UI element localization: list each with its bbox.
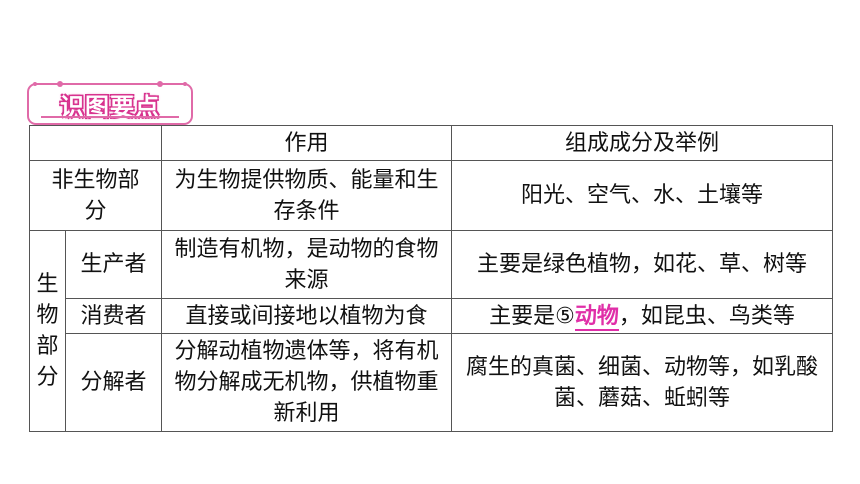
table-header-row: 作用 组成成分及举例 [29, 125, 833, 161]
living-label-char: 部 [36, 334, 59, 359]
consumer-function: 直接或间接地以植物为食 [161, 298, 452, 334]
producer-composition: 主要是绿色植物，如花、草、树等 [451, 230, 833, 299]
table-row-consumer: 消费者 直接或间接地以植物为食 主要是⑤动物，如昆虫、鸟类等 [30, 298, 833, 334]
table-row-producer: 生 物 部 分 生产者 制造有机物，是动物的食物来源 主要是绿色植物，如花、草、… [29, 230, 833, 432]
row-label-nonliving: 非生物部分 [29, 160, 162, 231]
consumer-composition: 主要是⑤动物，如昆虫、鸟类等 [451, 298, 833, 334]
header-composition: 组成成分及举例 [451, 125, 833, 161]
decomposer-function: 分解动植物遗体等，将有机物分解成无机物，供植物重新利用 [161, 333, 452, 432]
living-label-char: 生 [36, 272, 59, 297]
header-function: 作用 [161, 125, 452, 161]
living-label-char: 分 [36, 365, 59, 390]
producer-function: 制造有机物，是动物的食物来源 [161, 230, 452, 299]
answer-blank: 动物 [574, 303, 619, 331]
nonliving-function: 为生物提供物质、能量和生存条件 [161, 160, 452, 231]
decomposer-composition: 腐生的真菌、细菌、动物等，如乳酸菌、蘑菇、蚯蚓等 [451, 333, 833, 432]
row-label-living: 生 物 部 分 [29, 230, 66, 432]
section-badge: 识图要点 [27, 81, 193, 125]
row-label-producer: 生产者 [65, 230, 162, 299]
living-label-char: 物 [36, 303, 59, 328]
nonliving-composition: 阳光、空气、水、土壤等 [451, 160, 833, 231]
table-row-nonliving: 非生物部分 为生物提供物质、能量和生存条件 阳光、空气、水、土壤等 [29, 160, 833, 231]
table-row-decomposer: 分解者 分解动植物遗体等，将有机物分解成无机物，供植物重新利用 腐生的真菌、细菌… [30, 333, 833, 432]
ecosystem-components-table: 作用 组成成分及举例 非生物部分 为生物提供物质、能量和生存条件 阳光、空气、水… [29, 125, 833, 432]
row-label-consumer: 消费者 [65, 298, 162, 334]
header-blank-cell [29, 125, 162, 161]
row-label-decomposer: 分解者 [65, 333, 162, 432]
